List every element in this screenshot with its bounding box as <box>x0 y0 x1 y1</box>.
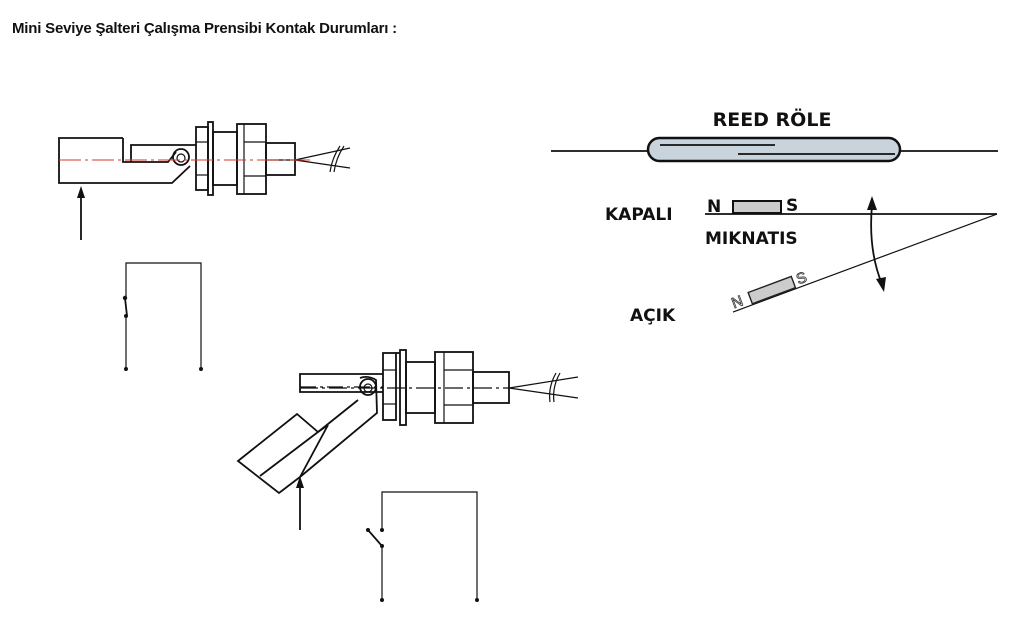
reed-capsule <box>646 136 902 163</box>
wires <box>508 372 579 403</box>
float-body <box>58 137 191 184</box>
magnet-open-group: N S <box>729 268 810 313</box>
circuit-closed <box>125 262 202 369</box>
nut <box>382 352 397 421</box>
lever-lower <box>299 375 378 478</box>
float-switch-closed <box>58 121 351 371</box>
page-title: Mini Seviye Şalteri Çalışma Prensibi Kon… <box>12 20 397 37</box>
pivot-circle <box>359 378 377 396</box>
reed-title: REED RÖLE <box>713 107 832 131</box>
magnet-open <box>747 275 797 305</box>
arrow-down-head <box>876 277 886 292</box>
south-open-label: S <box>794 269 809 288</box>
switch-blade-open <box>367 529 383 547</box>
open-label: AÇIK <box>630 306 676 326</box>
closed-label: KAPALI <box>605 205 673 225</box>
switch-blade-closed <box>124 297 128 317</box>
arrow-head <box>296 476 304 488</box>
body <box>212 131 238 186</box>
north-label: N <box>707 197 721 217</box>
south-label: S <box>786 196 798 216</box>
stem <box>265 142 296 176</box>
nut-2 <box>236 123 267 195</box>
float-step <box>122 138 177 163</box>
motion-arrow <box>870 204 883 285</box>
pivot-circle <box>172 148 190 166</box>
nut <box>195 126 209 191</box>
magnet-closed <box>732 200 782 214</box>
circuit-open <box>381 491 478 600</box>
arrow-head <box>77 186 85 198</box>
lever-tube <box>299 373 383 393</box>
float-switch-open <box>236 349 579 602</box>
open-line <box>732 213 998 313</box>
pivot-screw <box>176 153 186 163</box>
lever-arm <box>130 144 196 162</box>
float-body <box>236 412 329 495</box>
magnet-label: MIKNATIS <box>705 229 798 249</box>
north-open-label: N <box>729 293 745 313</box>
reed-relay-diagram: REED RÖLE KAPALI N S MIKNATIS N S AÇIK <box>551 107 998 326</box>
wires <box>294 145 351 173</box>
arrow-up-head <box>867 196 877 210</box>
